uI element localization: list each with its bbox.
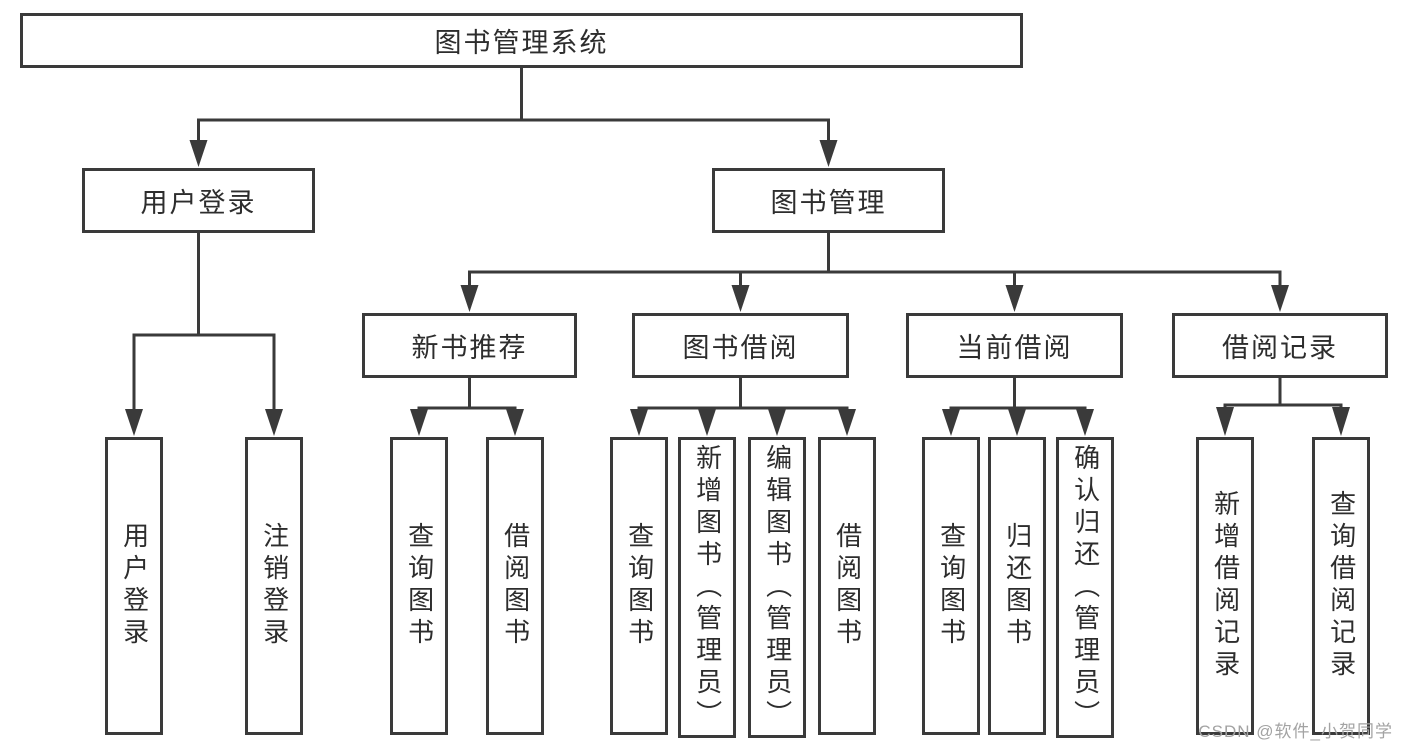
node-leaf-user-login: 用户登录: [105, 437, 163, 735]
connector-current-borrow-children: [942, 378, 1094, 436]
node-leaf-cb-return-books-label: 归还图书: [1002, 522, 1033, 650]
node-leaf-newrec-borrow-books: 借阅图书: [486, 437, 544, 735]
connector-user-login-children: [125, 233, 283, 436]
node-leaf-bb-add-books-admin: 新增图书（管理员）: [678, 437, 736, 738]
connector-root-children: [189, 68, 838, 167]
node-current-borrow: 当前借阅: [906, 313, 1123, 378]
node-leaf-br-query-record-label: 查询借阅记录: [1326, 490, 1357, 682]
node-leaf-br-query-record: 查询借阅记录: [1312, 437, 1370, 735]
node-borrow-records: 借阅记录: [1172, 313, 1388, 378]
node-leaf-cb-confirm-return-admin: 确认归还（管理员）: [1056, 437, 1114, 738]
node-new-book-recommend: 新书推荐: [362, 313, 577, 378]
node-leaf-logout-label: 注销登录: [259, 522, 290, 650]
csdn-watermark: CSDN @软件_小贺同学: [1198, 722, 1393, 741]
node-leaf-cb-query-books: 查询图书: [922, 437, 980, 735]
node-leaf-newrec-query-books-label: 查询图书: [404, 522, 435, 650]
node-leaf-br-add-record: 新增借阅记录: [1196, 437, 1254, 735]
node-leaf-bb-edit-books-admin-label: 编辑图书（管理员）: [762, 443, 793, 732]
node-leaf-bb-add-books-admin-label: 新增图书（管理员）: [692, 443, 723, 732]
node-leaf-bb-query-books: 查询图书: [610, 437, 668, 735]
connector-book-mgmt-children: [460, 233, 1289, 312]
node-root: 图书管理系统: [20, 13, 1023, 68]
node-leaf-user-login-label: 用户登录: [119, 522, 150, 650]
node-leaf-cb-confirm-return-admin-label: 确认归还（管理员）: [1070, 443, 1101, 732]
node-leaf-bb-edit-books-admin: 编辑图书（管理员）: [748, 437, 806, 738]
node-leaf-bb-borrow-books: 借阅图书: [818, 437, 876, 735]
connector-book-borrow-children: [630, 378, 856, 436]
node-book-management: 图书管理: [712, 168, 945, 233]
node-book-borrow: 图书借阅: [632, 313, 849, 378]
node-leaf-bb-borrow-books-label: 借阅图书: [832, 522, 863, 650]
connector-borrow-records-children: [1216, 378, 1350, 436]
node-leaf-newrec-query-books: 查询图书: [390, 437, 448, 735]
node-leaf-cb-query-books-label: 查询图书: [936, 522, 967, 650]
connector-new-rec-children: [410, 378, 524, 436]
node-leaf-br-add-record-label: 新增借阅记录: [1210, 490, 1241, 682]
node-user-login: 用户登录: [82, 168, 315, 233]
node-leaf-bb-query-books-label: 查询图书: [624, 522, 655, 650]
node-leaf-logout: 注销登录: [245, 437, 303, 735]
node-leaf-newrec-borrow-books-label: 借阅图书: [500, 522, 531, 650]
node-leaf-cb-return-books: 归还图书: [988, 437, 1046, 735]
